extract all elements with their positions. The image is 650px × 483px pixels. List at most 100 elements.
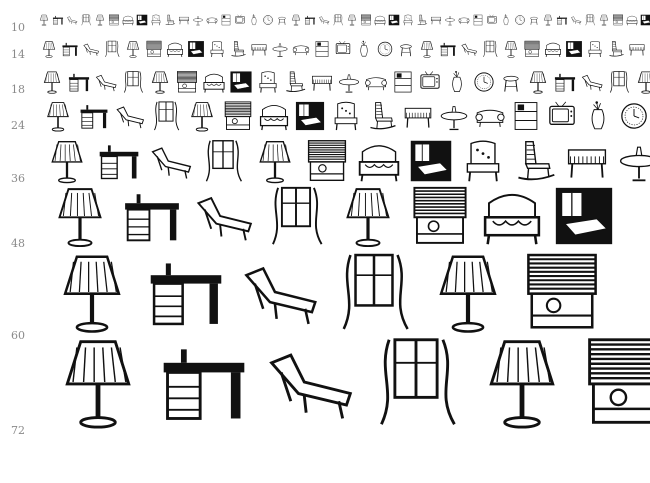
blind-window-icon (588, 338, 650, 424)
stool-icon (503, 75, 519, 92)
armchair-icon (122, 15, 134, 26)
window-curtain-icon (483, 40, 498, 58)
table-icon (193, 16, 203, 26)
window-curtain-icon (105, 40, 120, 58)
sofa-icon (365, 77, 387, 91)
table-icon (272, 43, 288, 57)
window-curtain-icon (380, 338, 456, 425)
window-curtain-icon (272, 186, 323, 245)
lounge-chair-icon (244, 266, 317, 325)
lamp-icon (39, 14, 49, 26)
vase-icon (503, 14, 509, 25)
lamp-icon (420, 41, 434, 58)
cabinet-icon (514, 102, 538, 130)
desk-icon (150, 263, 222, 326)
lounge-chair-icon (581, 74, 603, 92)
room-icon (410, 140, 452, 182)
desk-icon (62, 42, 78, 57)
desk-icon (52, 15, 64, 25)
blind-window-icon (524, 40, 540, 57)
piano-icon (629, 44, 645, 56)
room-icon (566, 41, 582, 57)
vase-icon (591, 101, 605, 130)
glyph-row-48 (58, 186, 613, 248)
glyph-row-72 (65, 338, 650, 429)
clock-icon (621, 103, 647, 129)
blind-window-icon (146, 40, 162, 57)
armchair-icon (483, 193, 541, 245)
blind-window-icon (177, 71, 197, 93)
lounge-chair-icon (151, 147, 192, 179)
lamp-icon (43, 71, 61, 94)
lamp-icon (126, 41, 140, 58)
blind-window-icon (109, 14, 119, 26)
lamp-icon (637, 71, 650, 94)
rocking-chair-icon (417, 14, 428, 26)
desk-icon (99, 145, 139, 180)
blind-window-icon (613, 14, 623, 26)
tv-icon (335, 40, 351, 55)
window-curtain-icon (205, 140, 242, 182)
armchair-icon (545, 42, 561, 57)
size-label-18: 18 (11, 83, 25, 96)
window-curtain-icon (124, 71, 143, 93)
clock-icon (263, 15, 273, 25)
tv-icon (420, 71, 440, 89)
armchair-icon (358, 145, 400, 182)
size-label-24: 24 (11, 119, 25, 132)
desk-icon (163, 349, 245, 420)
lamp-icon (95, 14, 105, 26)
lamp-icon (291, 14, 301, 26)
lamp-icon (151, 71, 169, 94)
lounge-chair-icon (83, 43, 99, 56)
room-icon (388, 14, 400, 26)
armchair-icon (203, 73, 225, 93)
piano-icon (431, 16, 441, 25)
cabinet-icon (221, 14, 231, 26)
cabinet-icon (394, 71, 412, 93)
lounge-chair-icon (95, 74, 117, 92)
glyph-row-60 (63, 253, 597, 333)
window-curtain-icon (333, 14, 343, 26)
sofa-icon (475, 109, 505, 127)
piano-icon (404, 107, 432, 128)
lamp-icon (65, 340, 131, 429)
lounge-chair-icon (318, 16, 330, 25)
lamp-icon (259, 140, 291, 184)
stool-icon (278, 16, 286, 25)
blind-window-icon (361, 14, 371, 26)
room-icon (555, 187, 613, 245)
clock-icon (474, 72, 494, 92)
size-label-72: 72 (11, 424, 25, 437)
table-icon (445, 16, 455, 26)
lamp-icon (191, 102, 213, 132)
vase-icon (452, 70, 462, 92)
lamp-icon (599, 14, 609, 26)
cabinet-icon (473, 14, 483, 26)
vase-icon (360, 40, 368, 57)
lounge-chair-icon (461, 43, 477, 56)
lounge-chair-icon (269, 353, 353, 419)
blind-window-icon (527, 253, 597, 329)
armchair-icon (374, 15, 386, 26)
rocking-chair-icon (518, 140, 555, 181)
lounge-chair-icon (570, 16, 582, 25)
stool-icon (400, 44, 412, 57)
room-icon (188, 41, 204, 57)
room-icon (230, 71, 252, 93)
window-curtain-icon (610, 71, 629, 93)
room-icon (295, 101, 325, 131)
lounge-chair-icon (116, 106, 145, 129)
blind-window-icon (224, 101, 252, 130)
size-label-14: 14 (11, 48, 25, 61)
armchair-icon (259, 104, 289, 131)
size-label-36: 36 (11, 172, 25, 185)
room-icon (640, 14, 650, 26)
glyph-row-10 (39, 14, 650, 26)
chair-icon (259, 71, 277, 93)
clock-icon (515, 15, 525, 25)
tv-icon (235, 14, 245, 24)
desk-icon (556, 15, 568, 25)
